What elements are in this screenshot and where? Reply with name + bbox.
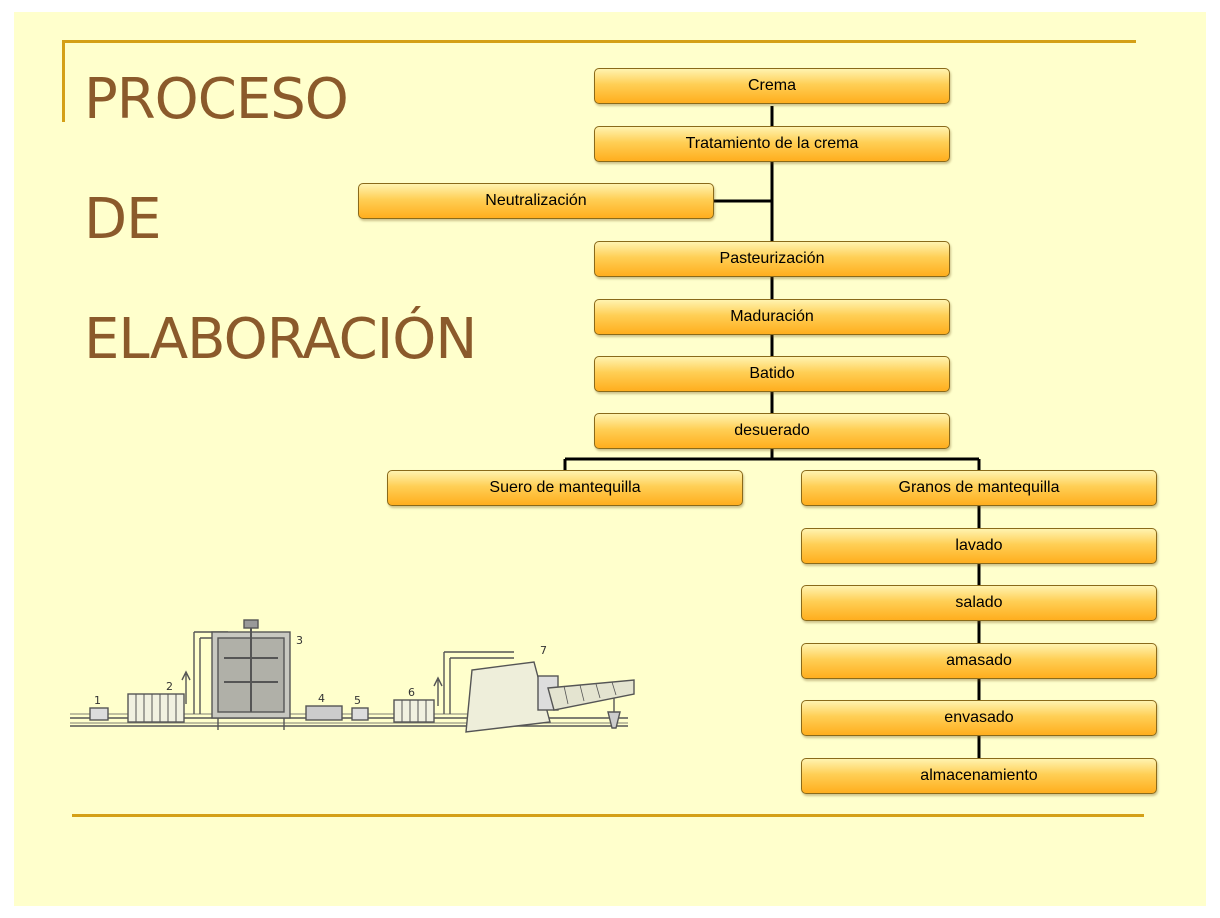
churn-7 (465, 661, 551, 733)
exchanger-6 (393, 699, 435, 723)
left-rule (62, 40, 65, 122)
label-1: 1 (94, 694, 101, 707)
step-maduracion: Maduración (594, 299, 950, 335)
pump-5 (351, 707, 369, 721)
vessel-4 (305, 705, 343, 721)
slide: PROCESO DE ELABORACIÓN Crema Tratamiento… (14, 12, 1206, 906)
flow-connectors (563, 106, 981, 758)
step-amasado: amasado (801, 643, 1157, 679)
label-3: 3 (296, 634, 303, 647)
step-suero: Suero de mantequilla (387, 470, 743, 506)
step-envasado: envasado (801, 700, 1157, 736)
title-line-2: DE (84, 187, 162, 252)
step-neutralizacion: Neutralización (358, 183, 714, 219)
step-granos: Granos de mantequilla (801, 470, 1157, 506)
title-line-1: PROCESO (84, 67, 349, 132)
top-rule (62, 40, 1136, 43)
step-desuerado: desuerado (594, 413, 950, 449)
step-crema: Crema (594, 68, 950, 104)
bottom-rule (72, 814, 1144, 817)
step-almacenamiento: almacenamiento (801, 758, 1157, 794)
exchanger-2 (127, 693, 185, 723)
label-7: 7 (540, 644, 547, 657)
label-6: 6 (408, 686, 415, 699)
label-4: 4 (318, 692, 325, 705)
label-2: 2 (166, 680, 173, 693)
pump-1 (89, 707, 109, 721)
step-pasteurizacion: Pasteurización (594, 241, 950, 277)
title-line-3: ELABORACIÓN (84, 307, 477, 372)
step-salado: salado (801, 585, 1157, 621)
step-lavado: lavado (801, 528, 1157, 564)
step-tratamiento: Tratamiento de la crema (594, 126, 950, 162)
step-batido: Batido (594, 356, 950, 392)
label-5: 5 (354, 694, 361, 707)
equipment-illustration: 1 2 3 4 5 6 7 (70, 619, 635, 733)
